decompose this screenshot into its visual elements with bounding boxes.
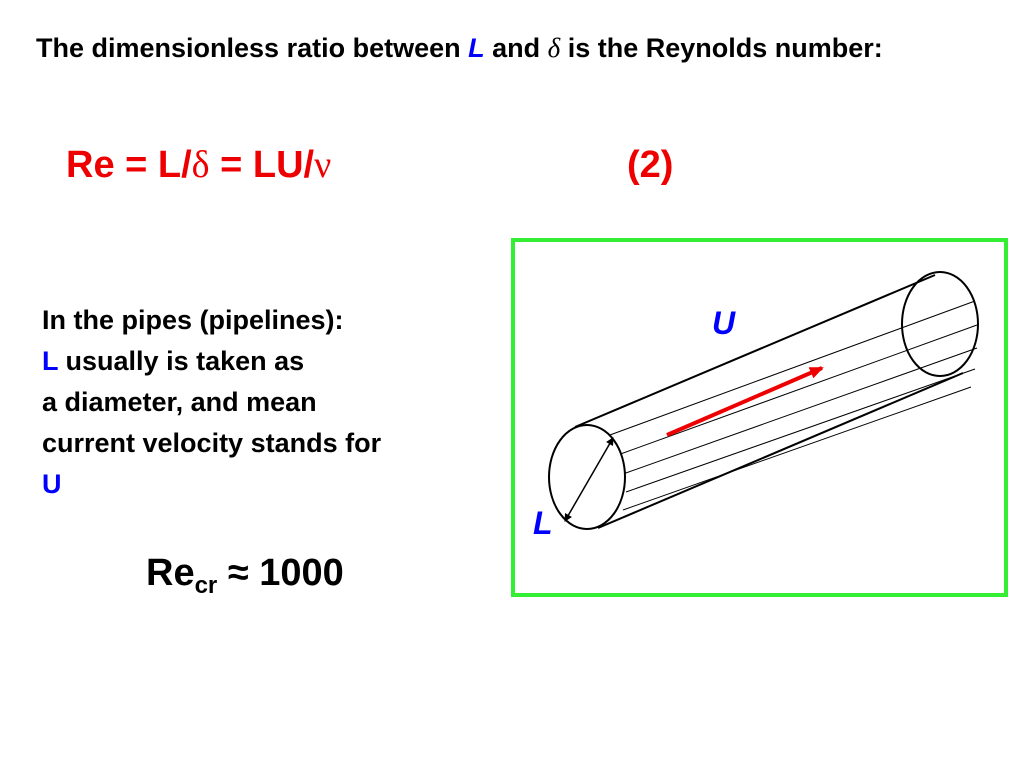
- intro-part3: is the Reynolds number:: [567, 33, 883, 63]
- intro-part1: The dimensionless ratio between: [36, 33, 461, 63]
- pipe-bottom-edge: [597, 372, 964, 529]
- critical-reynolds: Recr ≈ 1000: [146, 548, 344, 611]
- critical-relation: ≈ 1000: [227, 552, 344, 594]
- pipe-top-edge: [574, 274, 936, 428]
- intro-delta-symbol: δ: [547, 33, 561, 63]
- pipes-line2: usually is taken as: [65, 346, 305, 376]
- pipes-line4: current velocity stands for: [42, 428, 382, 458]
- equation-part-b: = LU/: [209, 144, 315, 186]
- equation-nu: ν: [314, 144, 332, 186]
- equation-part-a: Re = L/: [66, 144, 192, 186]
- pipe-near-end: [548, 424, 626, 530]
- equation-number: (2): [627, 144, 674, 186]
- diameter-label: L: [533, 505, 553, 541]
- pipes-line3: a diameter, and mean: [42, 387, 317, 417]
- pipes-U-symbol: U: [42, 469, 62, 499]
- pipe-diagram: [548, 271, 979, 530]
- velocity-label: U: [712, 305, 736, 341]
- pipe-far-end: [901, 271, 979, 377]
- pipes-explanation: In the pipes (pipelines): L usually is ta…: [42, 300, 482, 505]
- diameter-arrow: [564, 437, 614, 522]
- critical-subscript: cr: [194, 572, 218, 599]
- intro-text: The dimensionless ratio between L and δ …: [36, 26, 996, 71]
- equation-delta: δ: [191, 144, 210, 186]
- pipe-diagram-frame: U L: [511, 238, 1008, 597]
- critical-re: Re: [146, 552, 195, 594]
- intro-L-symbol: L: [468, 33, 485, 63]
- reynolds-equation: Re = L/δ = LU/ν: [66, 140, 331, 190]
- pipe-surface-lines: [598, 300, 978, 511]
- intro-part2: and: [492, 33, 541, 63]
- velocity-arrow: [666, 366, 824, 437]
- pipes-line1: In the pipes (pipelines):: [42, 305, 344, 335]
- pipes-L-symbol: L: [42, 346, 59, 376]
